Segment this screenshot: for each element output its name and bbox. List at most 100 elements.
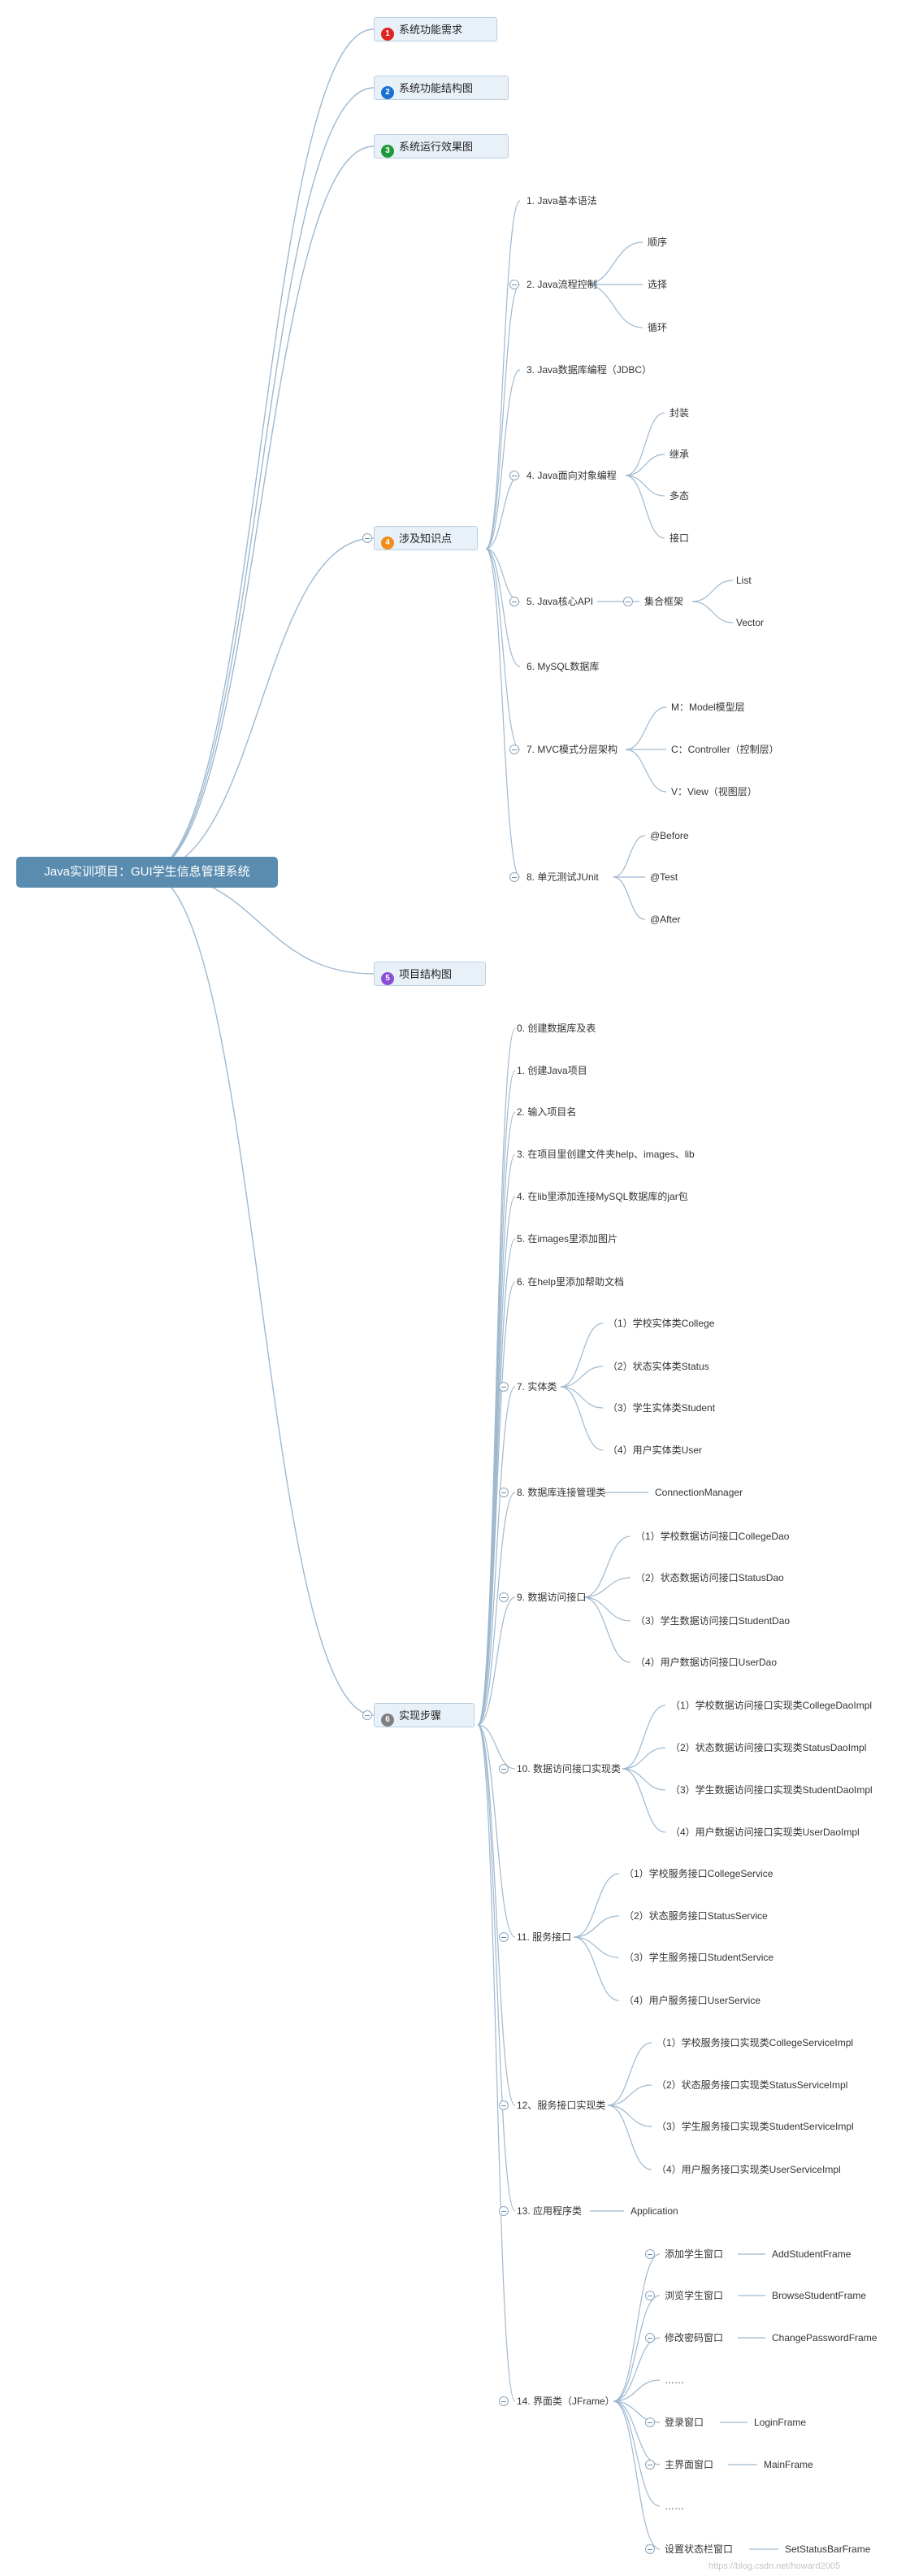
collapse-toggle-frame-4[interactable] — [645, 2417, 655, 2427]
step-10-child-1[interactable]: （2）状态数据访问接口实现类StatusDaoImpl — [670, 1742, 867, 1753]
step-10-child-2[interactable]: （3）学生数据访问接口实现类StudentDaoImpl — [670, 1784, 873, 1796]
step-11-child-0[interactable]: （1）学校服务接口CollegeService — [624, 1868, 774, 1879]
knowledge-item-3[interactable]: 4. Java面向对象编程 — [526, 470, 617, 481]
frame-class-5[interactable]: MainFrame — [764, 2459, 813, 2470]
frame-class-1[interactable]: BrowseStudentFrame — [772, 2290, 867, 2301]
knowledge-item-2[interactable]: 3. Java数据库编程（JDBC） — [526, 364, 652, 376]
collapse-toggle-step-7[interactable] — [499, 1382, 509, 1392]
collapse-toggle-step-12[interactable] — [499, 2100, 509, 2110]
step-13-child-0[interactable]: Application — [630, 2205, 678, 2217]
collapse-toggle-step-13[interactable] — [499, 2206, 509, 2216]
step-7-child-3[interactable]: （4）用户实体类User — [608, 1444, 703, 1456]
knowledge-6-child-0[interactable]: M：Model模型层 — [671, 702, 745, 713]
knowledge-item-6[interactable]: 7. MVC模式分层架构 — [526, 744, 618, 755]
collapse-toggle-step-14[interactable] — [499, 2396, 509, 2406]
knowledge-item-1[interactable]: 2. Java流程控制 — [526, 279, 597, 290]
knowledge-1-child-1[interactable]: 选择 — [648, 279, 668, 290]
collapse-toggle-frame-7[interactable] — [645, 2544, 655, 2554]
step-7-child-1[interactable]: （2）状态实体类Status — [608, 1361, 709, 1372]
collapse-toggle-knowledge-3[interactable] — [509, 471, 519, 480]
step-9-child-2[interactable]: （3）学生数据访问接口StudentDao — [635, 1615, 791, 1627]
frame-item-1[interactable]: 浏览学生窗口 — [665, 2290, 724, 2301]
collapse-toggle-frame-2[interactable] — [645, 2333, 655, 2343]
knowledge-4-0-grand-0[interactable]: List — [736, 575, 752, 586]
knowledge-7-child-2[interactable]: @After — [650, 914, 681, 925]
frame-class-0[interactable]: AddStudentFrame — [772, 2248, 852, 2260]
step-item-2[interactable]: 2. 输入项目名 — [517, 1106, 577, 1118]
frame-item-2[interactable]: 修改密码窗口 — [665, 2332, 724, 2344]
frame-class-7[interactable]: SetStatusBarFrame — [785, 2543, 871, 2555]
collapse-toggle-step-9[interactable] — [499, 1592, 509, 1602]
knowledge-4-child-0[interactable]: 集合框架 — [644, 596, 684, 607]
collapse-toggle-frame-1[interactable] — [645, 2291, 655, 2300]
frame-item-5[interactable]: 主界面窗口 — [665, 2459, 714, 2470]
frame-item-7[interactable]: 设置状态栏窗口 — [665, 2543, 734, 2555]
step-12-child-3[interactable]: （4）用户服务接口实现类UserServiceImpl — [656, 2164, 841, 2175]
frame-item-0[interactable]: 添加学生窗口 — [665, 2248, 724, 2260]
step-11-child-3[interactable]: （4）用户服务接口UserService — [624, 1995, 761, 2006]
step-item-3[interactable]: 3. 在项目里创建文件夹help、images、lib — [517, 1149, 695, 1160]
step-item-9[interactable]: 9. 数据访问接口 — [517, 1592, 587, 1603]
step-item-12[interactable]: 12、服务接口实现类 — [517, 2100, 606, 2111]
step-9-child-0[interactable]: （1）学校数据访问接口CollegeDao — [635, 1531, 790, 1542]
knowledge-3-child-3[interactable]: 接口 — [670, 532, 690, 544]
knowledge-1-child-0[interactable]: 顺序 — [648, 237, 668, 248]
collapse-toggle-knowledge-7[interactable] — [509, 872, 519, 882]
frame-class-4[interactable]: LoginFrame — [754, 2417, 807, 2428]
step-item-13[interactable]: 13. 应用程序类 — [517, 2205, 583, 2217]
step-item-11[interactable]: 11. 服务接口 — [517, 1931, 572, 1943]
knowledge-7-child-0[interactable]: @Before — [650, 830, 689, 841]
knowledge-item-7[interactable]: 8. 单元测试JUnit — [526, 871, 599, 883]
frame-class-2[interactable]: ChangePasswordFrame — [772, 2332, 878, 2344]
step-12-child-1[interactable]: （2）状态服务接口实现类StatusServiceImpl — [656, 2079, 848, 2091]
knowledge-3-child-1[interactable]: 继承 — [670, 449, 690, 460]
step-item-1[interactable]: 1. 创建Java项目 — [517, 1065, 587, 1076]
knowledge-item-4[interactable]: 5. Java核心API — [526, 596, 594, 607]
collapse-toggle-step-10[interactable] — [499, 1764, 509, 1774]
knowledge-7-child-1[interactable]: @Test — [650, 871, 678, 883]
frame-item-6[interactable]: …… — [665, 2500, 684, 2512]
step-10-child-3[interactable]: （4）用户数据访问接口实现类UserDaoImpl — [670, 1827, 860, 1838]
collapse-toggle-step-8[interactable] — [499, 1488, 509, 1497]
knowledge-item-0[interactable]: 1. Java基本语法 — [526, 195, 597, 206]
step-item-10[interactable]: 10. 数据访问接口实现类 — [517, 1763, 622, 1775]
knowledge-3-child-0[interactable]: 封装 — [670, 407, 690, 419]
collapse-toggle-frame-0[interactable] — [645, 2249, 655, 2259]
collapse-toggle-frame-5[interactable] — [645, 2460, 655, 2470]
collapse-toggle-knowledge-4[interactable] — [509, 597, 519, 606]
collapse-toggle-knowledge[interactable] — [362, 533, 372, 543]
frame-item-4[interactable]: 登录窗口 — [665, 2417, 704, 2428]
knowledge-4-0-grand-1[interactable]: Vector — [736, 617, 765, 628]
knowledge-6-child-1[interactable]: C：Controller（控制层） — [671, 744, 779, 755]
collapse-toggle-step-11[interactable] — [499, 1932, 509, 1942]
step-7-child-0[interactable]: （1）学校实体类College — [608, 1318, 715, 1329]
step-7-child-2[interactable]: （3）学生实体类Student — [608, 1402, 716, 1414]
step-10-child-0[interactable]: （1）学校数据访问接口实现类CollegeDaoImpl — [670, 1700, 873, 1711]
step-9-child-1[interactable]: （2）状态数据访问接口StatusDao — [635, 1572, 784, 1583]
root-topic[interactable]: Java实训项目：GUI学生信息管理系统 — [16, 857, 278, 888]
step-item-5[interactable]: 5. 在images里添加图片 — [517, 1233, 618, 1245]
step-9-child-3[interactable]: （4）用户数据访问接口UserDao — [635, 1657, 778, 1668]
knowledge-item-5[interactable]: 6. MySQL数据库 — [526, 661, 600, 672]
step-item-6[interactable]: 6. 在help里添加帮助文档 — [517, 1276, 625, 1288]
knowledge-1-child-2[interactable]: 循环 — [648, 322, 668, 333]
collapse-toggle-knowledge-4-0[interactable] — [623, 597, 633, 606]
collapse-toggle-knowledge-6[interactable] — [509, 745, 519, 754]
step-11-child-1[interactable]: （2）状态服务接口StatusService — [624, 1910, 768, 1922]
step-12-child-2[interactable]: （3）学生服务接口实现类StudentServiceImpl — [656, 2121, 854, 2132]
step-item-14[interactable]: 14. 界面类（JFrame） — [517, 2396, 615, 2407]
step-item-8[interactable]: 8. 数据库连接管理类 — [517, 1487, 606, 1498]
step-12-child-0[interactable]: （1）学校服务接口实现类CollegeServiceImpl — [656, 2037, 854, 2048]
collapse-toggle-steps[interactable] — [362, 1710, 372, 1720]
step-8-child-0[interactable]: ConnectionManager — [655, 1487, 743, 1498]
frame-item-3[interactable]: …… — [665, 2374, 684, 2386]
step-item-4[interactable]: 4. 在lib里添加连接MySQL数据库的jar包 — [517, 1191, 688, 1202]
collapse-toggle-knowledge-1[interactable] — [509, 280, 519, 289]
knowledge-6-child-2[interactable]: V：View（视图层） — [671, 786, 757, 797]
